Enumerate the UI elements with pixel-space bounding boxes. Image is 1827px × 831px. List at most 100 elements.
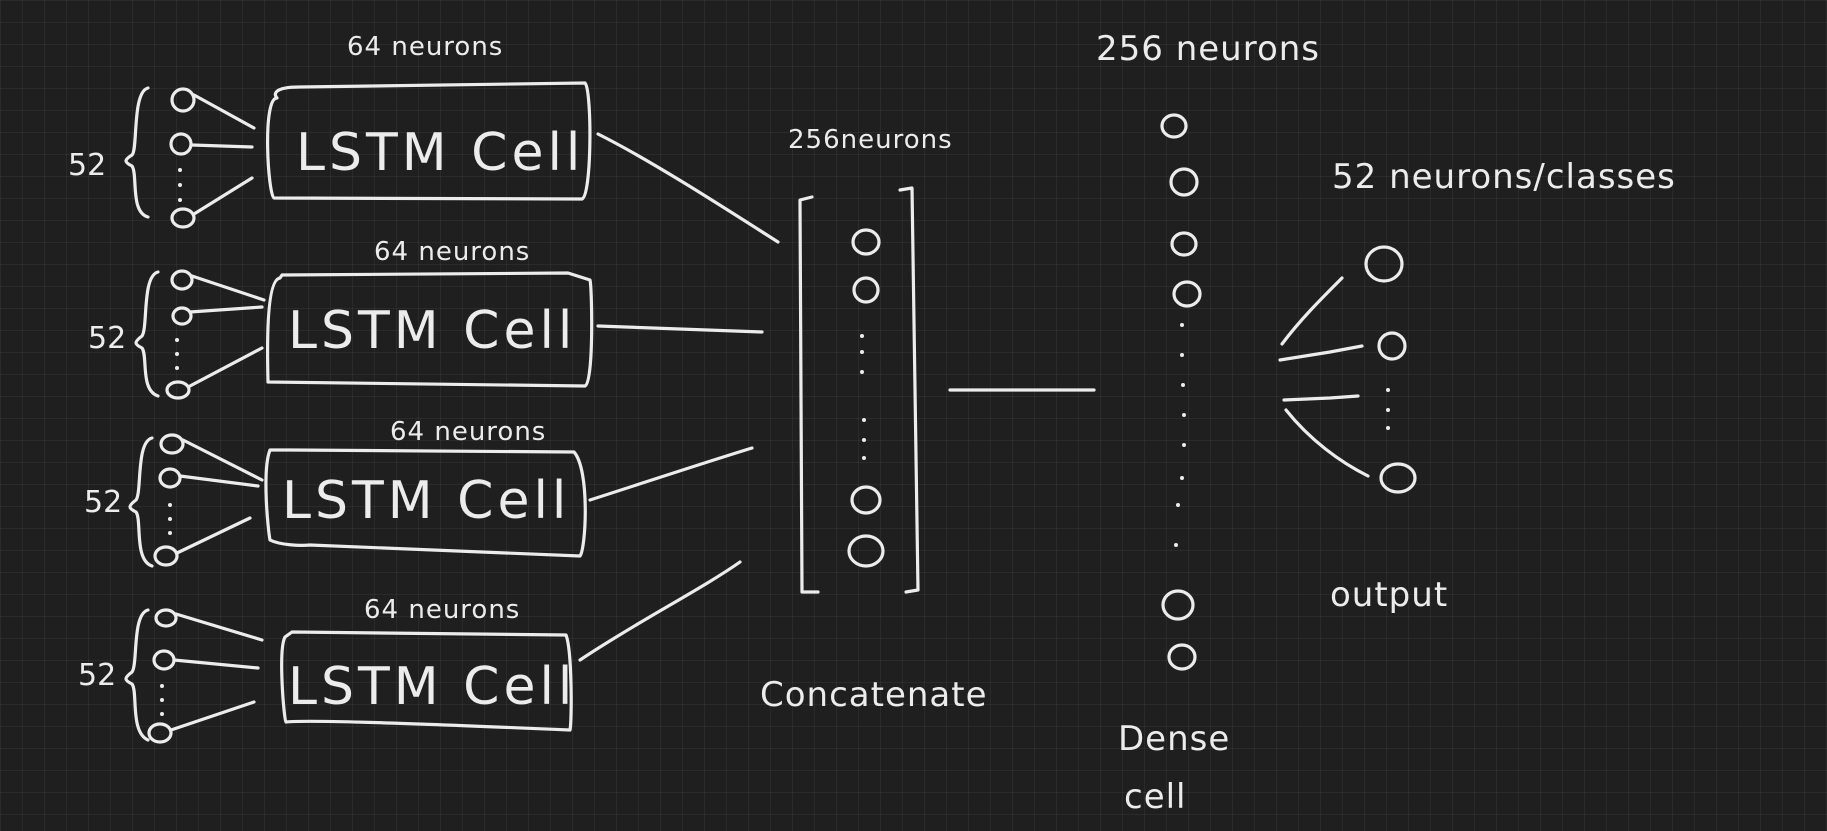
group-1-input-node-top	[170, 87, 196, 113]
group-1-count-label: 52	[68, 148, 106, 183]
dense-to-output-line	[1280, 276, 1344, 346]
lstm-1-to-concatenate-line	[596, 132, 780, 244]
group-3-ellipsis-dot	[168, 517, 172, 521]
dense-node-2	[1169, 167, 1199, 197]
group-4-count-label: 52	[78, 658, 116, 693]
concatenate-neurons-label: 256neurons	[788, 125, 953, 155]
group-3-neurons-label: 64 neurons	[390, 417, 546, 447]
group-2-input-node-bottom	[165, 380, 191, 400]
group-2-ellipsis-dot	[175, 338, 179, 342]
dense-neurons-label: 256 neurons	[1096, 29, 1320, 69]
concatenate-right-bracket	[898, 186, 920, 594]
group-2-link	[190, 274, 266, 302]
dense-node-3	[1170, 231, 1198, 257]
concatenate-ellipsis-dot	[860, 334, 864, 338]
dense-ellipsis-dot	[1181, 383, 1185, 387]
group-4-ellipsis-dot	[160, 698, 164, 702]
input-group-4: 52 LSTM Cell 64 neurons	[78, 595, 576, 744]
dense-label-line1: Dense	[1118, 719, 1230, 759]
group-1-link	[192, 93, 256, 130]
concatenate-node-3	[850, 485, 882, 515]
output-layer: 52 neurons/classes output	[1330, 157, 1676, 615]
group-3-ellipsis-dot	[168, 503, 172, 507]
output-neurons-label: 52 neurons/classes	[1332, 157, 1676, 197]
group-1-ellipsis-dot	[178, 183, 182, 187]
group-4-input-node-top	[154, 608, 178, 628]
output-node-2	[1377, 331, 1407, 361]
concatenate-node-top	[851, 228, 881, 256]
concatenate-node-bottom	[847, 534, 885, 568]
dense-ellipsis-dot	[1180, 353, 1184, 357]
dense-layer: 256 neurons Dense cell	[1096, 29, 1320, 817]
group-3-lstm-cell-box	[264, 448, 587, 558]
group-2-neurons-label: 64 neurons	[374, 237, 530, 267]
group-4-link	[169, 700, 256, 732]
output-node-1	[1364, 245, 1404, 283]
group-3-lstm-cell-label: LSTM Cell	[282, 471, 570, 531]
output-ellipsis-dot	[1386, 426, 1390, 430]
dense-to-output-line	[1284, 408, 1370, 478]
input-group-1: 52 LSTM Cell 64 neurons	[68, 32, 592, 229]
group-3-input-node-bottom	[153, 545, 179, 567]
concatenate-left-bracket	[798, 195, 820, 594]
group-4-neurons-label: 64 neurons	[364, 595, 520, 625]
group-3-link	[175, 516, 252, 555]
group-2-link	[188, 305, 264, 314]
group-3-input-node-top	[159, 433, 185, 455]
input-group-3: 52 LSTM Cell 64 neurons	[84, 417, 587, 568]
group-2-lstm-cell-label: LSTM Cell	[288, 301, 576, 361]
group-1-lstm-cell-label: LSTM Cell	[296, 123, 584, 183]
concatenate-label: Concatenate	[760, 675, 988, 715]
concatenate-layer: 256neurons Concatenate	[760, 125, 988, 715]
concatenate-ellipsis-dot	[862, 418, 866, 422]
group-2-count-label: 52	[88, 321, 126, 356]
concatenate-ellipsis-dot	[860, 370, 864, 374]
group-1-ellipsis-dot	[178, 168, 182, 172]
group-4-link	[174, 612, 264, 642]
output-node-bottom	[1379, 462, 1417, 494]
dense-node-5	[1161, 589, 1195, 621]
dense-ellipsis-dot	[1182, 413, 1186, 417]
dense-to-output-line	[1282, 394, 1360, 402]
dense-ellipsis-dot	[1174, 543, 1178, 547]
group-2-brace	[134, 270, 160, 398]
group-3-count-label: 52	[84, 485, 122, 520]
group-1-brace	[124, 86, 150, 219]
group-4-input-node-2	[152, 649, 176, 671]
group-2-input-node-2	[171, 306, 193, 326]
group-3-brace	[128, 436, 154, 568]
group-4-lstm-cell-box	[280, 630, 573, 732]
group-4-ellipsis-dot	[160, 684, 164, 688]
concatenate-ellipsis-dot	[862, 456, 866, 460]
concatenate-ellipsis-dot	[862, 438, 866, 442]
group-4-lstm-cell-label: LSTM Cell	[288, 657, 576, 717]
group-1-link	[190, 143, 254, 149]
group-1-ellipsis-dot	[178, 198, 182, 202]
lstm-4-to-concatenate-line	[578, 560, 742, 662]
output-ellipsis-dot	[1386, 388, 1390, 392]
group-3-input-node-2	[158, 467, 182, 489]
dense-to-output-line	[1278, 344, 1364, 362]
output-ellipsis-dot	[1386, 408, 1390, 412]
lstm-2-to-concatenate-line	[596, 324, 764, 334]
group-1-input-node-bottom	[170, 207, 196, 229]
group-1-lstm-cell-box	[265, 81, 592, 201]
dense-ellipsis-dot	[1180, 476, 1184, 480]
group-4-ellipsis-dot	[160, 712, 164, 716]
group-2-input-node-top	[170, 269, 194, 291]
group-3-link	[181, 438, 264, 482]
group-2-lstm-cell-box	[265, 271, 594, 388]
dense-node-6	[1167, 643, 1197, 671]
group-3-link	[178, 474, 260, 488]
lstm-3-to-concatenate-line	[588, 446, 754, 502]
output-label: output	[1330, 575, 1448, 615]
dense-node-1	[1160, 113, 1188, 139]
group-4-link	[172, 658, 260, 670]
group-2-ellipsis-dot	[175, 366, 179, 370]
group-2-link	[188, 346, 264, 388]
group-4-brace	[124, 608, 150, 742]
group-4-input-node-bottom	[147, 722, 173, 744]
group-3-ellipsis-dot	[168, 531, 172, 535]
group-1-link	[192, 176, 254, 216]
group-2-ellipsis-dot	[175, 352, 179, 356]
